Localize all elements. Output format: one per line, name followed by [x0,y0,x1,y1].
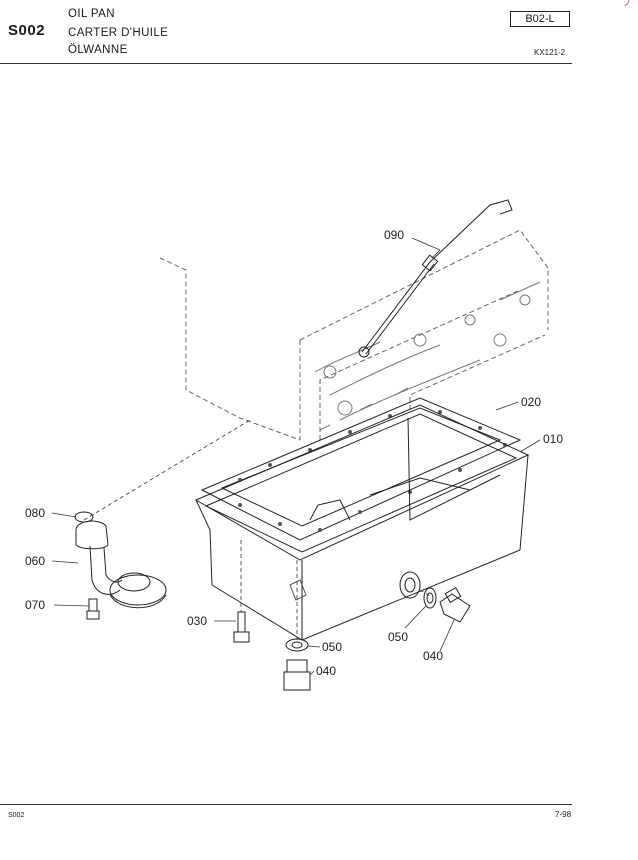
title-fr: CARTER D'HUILE [68,27,169,39]
drain-plug-side [439,586,471,623]
callout-030: 030 [187,614,207,628]
model-code: KX121-2 [534,48,566,57]
footer-page-number: 7-98 [555,810,572,819]
dipstick [358,199,513,358]
pen-mark: ノ [623,0,631,8]
washer-side [423,587,437,609]
oil-strainer [75,520,167,609]
engine-block-detail [314,281,541,431]
callout-040-bottom: 040 [316,664,336,678]
footer-section-code: S002 [8,812,25,819]
engine-block-outline [159,229,549,441]
strainer-bolt [86,598,100,620]
callout-010: 010 [543,432,563,446]
footer-rule [0,804,572,805]
callout-070: 070 [25,598,45,612]
header-rule [0,63,572,64]
oil-pan-gasket [200,397,522,541]
title-de: ÖLWANNE [68,44,128,56]
oil-pan [194,404,530,641]
callout-040-side: 040 [423,649,443,663]
callout-060: 060 [25,554,45,568]
section-code: S002 [8,22,46,39]
callout-050-bottom: 050 [322,640,342,654]
callout-080: 080 [25,506,45,520]
callout-020: 020 [521,395,541,409]
o-ring [74,511,94,523]
drain-plug-bottom [283,659,311,691]
leader-lines [51,237,541,676]
group-code-box: B02-L [510,11,570,27]
washer-bottom [285,638,309,652]
callout-050-side: 050 [388,630,408,644]
title-en: OIL PAN [68,8,115,20]
pan-bolt [233,611,250,643]
callout-090: 090 [384,228,404,242]
